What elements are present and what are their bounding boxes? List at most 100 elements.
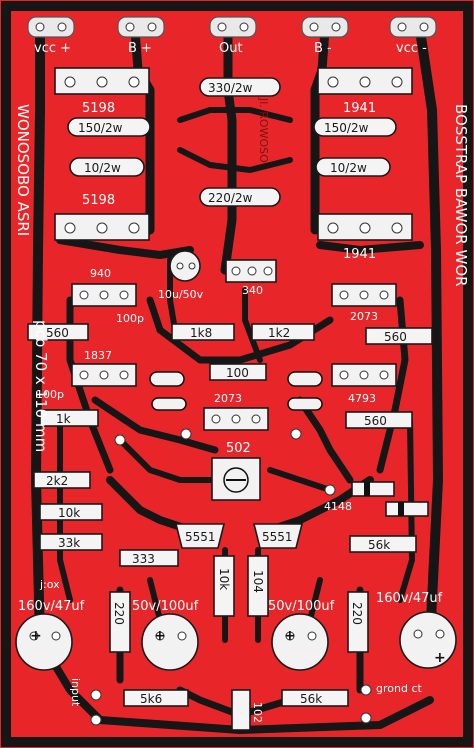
- side-text-right: BOSSTRAP BAWOR WOR: [452, 104, 470, 287]
- terminal-out: Out: [209, 16, 257, 56]
- resistor-label: 220: [112, 602, 126, 625]
- electrolytic-capacitor: 160v/47uf +: [376, 591, 457, 669]
- resistor-label: 220/2w: [208, 191, 253, 205]
- small-transistor: 5551: [174, 523, 226, 549]
- power-transistor: 1941: [317, 213, 413, 262]
- capacitor-label: 100p: [116, 312, 144, 325]
- resistor: 560: [27, 323, 89, 341]
- capacitor-label: 160v/47uf: [18, 599, 85, 614]
- input-connector: input: [69, 678, 102, 726]
- resistor-label: 104: [251, 570, 265, 593]
- transistor-label: 5551: [185, 530, 216, 544]
- resistor-label: 150/2w: [78, 121, 123, 135]
- transistor-label: 5198: [82, 193, 115, 208]
- power-resistor: 150/2w: [67, 117, 151, 137]
- transistor-label: 1837: [84, 349, 112, 362]
- driver-transistor: 2073: [331, 283, 397, 323]
- resistor: 2k2: [33, 471, 91, 489]
- side-text-dims: pcb 70 x 110 mm: [32, 320, 50, 452]
- svg-text:+: +: [434, 650, 446, 666]
- resistor: 560: [365, 327, 433, 345]
- power-resistor: 10/2w: [69, 157, 145, 177]
- terminal-label: vcc -: [396, 41, 427, 56]
- terminal-row: vcc + B + Out B - vcc -: [27, 16, 437, 56]
- driver-transistor: 4793: [331, 363, 397, 405]
- resistor-vertical: 104: [247, 555, 269, 617]
- resistor-label: 1k8: [190, 326, 212, 340]
- transistor-label: 1941: [343, 101, 376, 116]
- resistor-label: 220: [350, 602, 364, 625]
- terminal-b-plus: B +: [117, 16, 165, 56]
- resistor-label: 10/2w: [330, 161, 367, 175]
- transistor-label: 2073: [350, 310, 378, 323]
- vias: [114, 428, 336, 496]
- svg-text:+: +: [154, 628, 166, 644]
- driver-transistor: 1837: [71, 349, 137, 387]
- resistor-vertical: 220: [109, 591, 131, 653]
- ground-label: grond ct: [376, 682, 422, 695]
- electrolytic-capacitor: 50v/100uf +: [132, 599, 199, 671]
- resistor-label: 333: [132, 552, 155, 566]
- diode: 4148: [324, 481, 429, 517]
- resistor-label: 10k: [58, 506, 80, 520]
- mirrored-text: Jl. ROWOSO: [257, 97, 270, 163]
- terminal-label: B -: [314, 41, 332, 56]
- resistor: 5k6: [123, 689, 189, 707]
- resistor-label: 330/2w: [208, 81, 253, 95]
- resistor: 1k8: [171, 323, 235, 341]
- transistor-label: 5198: [82, 101, 115, 116]
- trimmer-pot: 502: [211, 441, 261, 501]
- decor-right: [287, 371, 323, 411]
- resistor-vertical: 220: [347, 591, 369, 653]
- resistor-label: 33k: [58, 536, 80, 550]
- transistor-label: 4793: [348, 392, 376, 405]
- jumper-label: j:ox: [39, 578, 60, 591]
- capacitor-label: 100p: [36, 388, 64, 401]
- driver-transistor: 2073: [203, 392, 269, 431]
- resistor: 56k: [349, 535, 417, 553]
- transistor-label: 340: [242, 284, 263, 297]
- capacitor-label: 10u/50v: [158, 288, 204, 301]
- resistor-label: 560: [364, 414, 387, 428]
- driver-transistor: 340: [225, 259, 277, 297]
- resistor-label: 2k2: [46, 474, 68, 488]
- capacitor-label: 50v/100uf: [132, 599, 199, 614]
- terminal-label: Out: [219, 41, 243, 56]
- terminal-label: B +: [128, 41, 152, 56]
- capacitor-label: 160v/47uf: [376, 591, 443, 606]
- resistor-label: 150/2w: [324, 121, 369, 135]
- resistor-label: 10k: [217, 568, 231, 590]
- resistor: 1k2: [251, 323, 315, 341]
- electrolytic-capacitor: 10u/50v: [158, 250, 204, 301]
- capacitor-small: 102: [231, 689, 264, 731]
- power-transistor: 5198: [54, 67, 150, 116]
- terminal-vcc-plus: vcc +: [27, 16, 75, 56]
- driver-transistor: 940: [71, 267, 137, 307]
- capacitor-label: 102: [251, 702, 264, 723]
- trimmer-label: 502: [226, 441, 251, 456]
- resistor-label: 1k: [56, 412, 71, 426]
- resistor-label: 5k6: [140, 692, 162, 706]
- capacitor-label: 50v/100uf: [268, 599, 335, 614]
- resistor: 560: [345, 411, 413, 429]
- power-resistor: 150/2w: [313, 117, 397, 137]
- resistor-vertical: 10k: [213, 555, 235, 617]
- transistor-label: 5551: [262, 530, 293, 544]
- terminal-b-minus: B -: [301, 16, 349, 56]
- resistor: 1k: [39, 409, 99, 427]
- input-label: input: [69, 678, 82, 707]
- side-text-left: WONOSOBO ASRI: [14, 104, 32, 236]
- svg-text:+: +: [284, 628, 296, 644]
- resistor-label: 560: [384, 330, 407, 344]
- transistor-label: 1941: [343, 247, 376, 262]
- terminal-label: vcc +: [34, 41, 71, 56]
- diode-label: 4148: [324, 500, 352, 513]
- resistor: 33k: [39, 533, 103, 551]
- power-resistor: 330/2w: [199, 77, 281, 97]
- resistor: 100: [209, 363, 267, 381]
- ground-connector: grond ct: [360, 682, 422, 724]
- electrolytic-capacitor: 160v/47uf +: [15, 599, 85, 671]
